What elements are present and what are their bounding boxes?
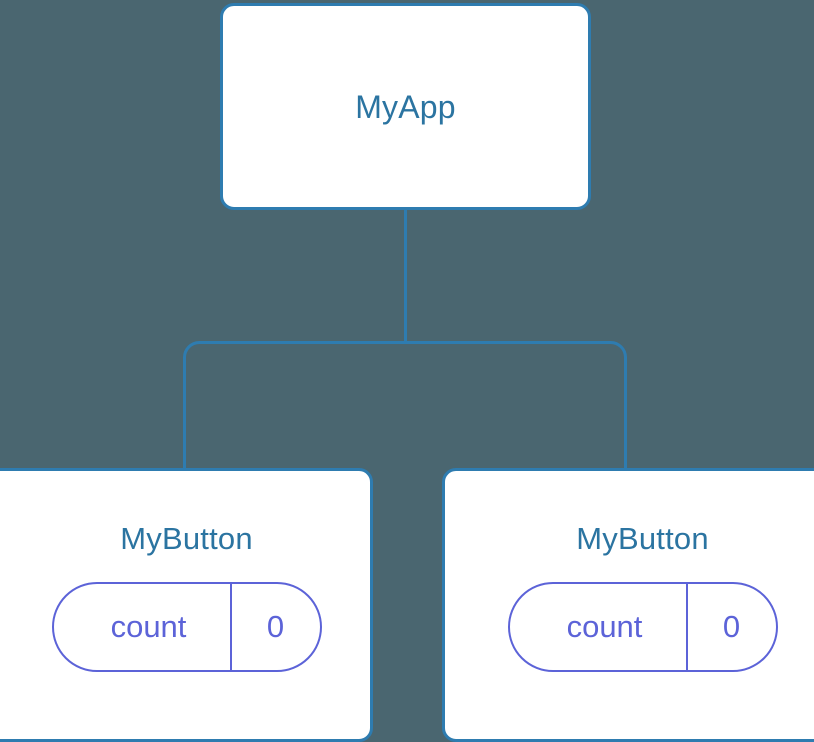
state-pill-right-key: count [566, 609, 643, 644]
node-myapp[interactable]: MyApp [220, 3, 591, 210]
node-myapp-title: MyApp [355, 88, 456, 125]
connector-branch-right [405, 341, 627, 470]
node-mybutton-right-title: MyButton [576, 520, 709, 556]
state-pill-left-key: count [110, 609, 187, 644]
state-pill-left-value: 0 [229, 583, 320, 670]
state-pill-left[interactable]: count 0 [51, 581, 322, 672]
node-mybutton-left[interactable]: MyButton count 0 [0, 468, 373, 742]
state-pill-right[interactable]: count 0 [507, 581, 778, 672]
connector-branch-left [183, 341, 406, 470]
node-mybutton-left-title: MyButton [120, 520, 253, 556]
state-pill-right-value: 0 [685, 583, 776, 670]
node-mybutton-right[interactable]: MyButton count 0 [442, 468, 814, 742]
